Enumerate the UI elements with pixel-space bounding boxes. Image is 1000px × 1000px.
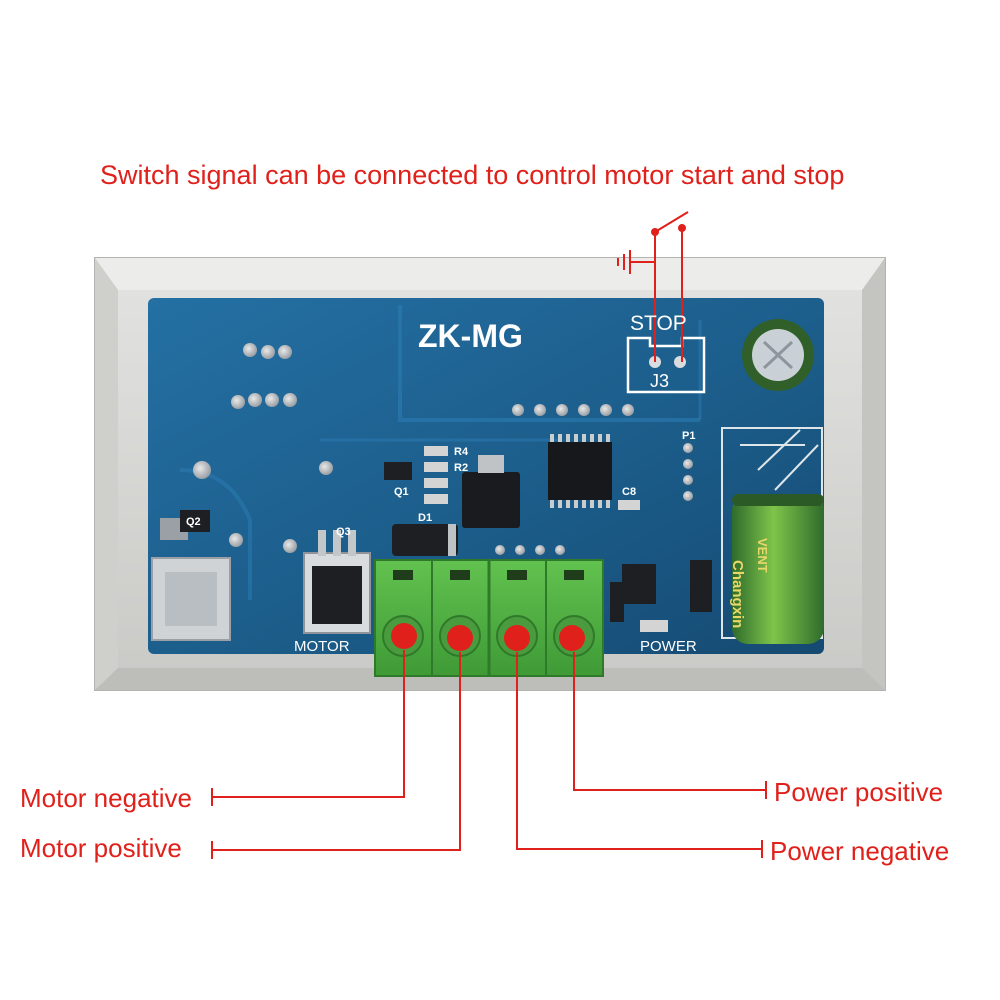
r4-label: R4 <box>454 446 469 458</box>
capacitor-brand-label: Changxin <box>729 560 746 629</box>
label-power-positive: Power positive <box>774 777 944 807</box>
line-power-negative <box>516 652 762 850</box>
terminal-marker-motor-negative <box>391 623 417 649</box>
stop-label: STOP <box>630 312 687 335</box>
d1-label: D1 <box>418 512 433 524</box>
callout-lines <box>211 650 767 859</box>
mosfet <box>303 530 371 634</box>
label-motor-positive: Motor positive <box>20 833 182 863</box>
line-motor-positive <box>212 652 461 851</box>
motor-label: MOTOR <box>294 638 350 655</box>
headline: Switch signal can be connected to contro… <box>100 160 845 190</box>
power-label: POWER <box>640 638 697 655</box>
large-capacitor <box>732 494 824 644</box>
terminal-marker-power-negative <box>504 625 530 651</box>
switch-schematic <box>617 211 689 362</box>
q2-label: Q2 <box>186 516 201 528</box>
solder-pads <box>193 343 693 555</box>
board-model-label: ZK-MG <box>418 318 523 354</box>
p1-label: P1 <box>682 430 696 442</box>
smd-parts <box>180 446 712 632</box>
diode-d1 <box>392 524 458 556</box>
ic-chip <box>548 434 612 508</box>
label-motor-negative: Motor negative <box>20 783 192 813</box>
line-power-positive <box>573 652 766 791</box>
label-power-negative: Power negative <box>770 836 950 866</box>
q1-label: Q1 <box>394 486 409 498</box>
line-motor-negative <box>212 650 405 798</box>
ic-regulator <box>462 455 520 528</box>
q3-label: Q3 <box>336 526 351 538</box>
r2-label: R2 <box>454 462 469 474</box>
small-capacitor <box>742 319 814 391</box>
capacitor-vent-label: VENT <box>755 538 770 573</box>
terminal-marker-motor-positive <box>447 625 473 651</box>
c8-label: C8 <box>622 486 637 498</box>
left-pad <box>151 518 231 641</box>
terminal-markers <box>391 623 585 651</box>
terminal-block <box>374 559 604 677</box>
terminal-marker-power-positive <box>559 625 585 651</box>
jumper-label: J3 <box>650 371 670 391</box>
